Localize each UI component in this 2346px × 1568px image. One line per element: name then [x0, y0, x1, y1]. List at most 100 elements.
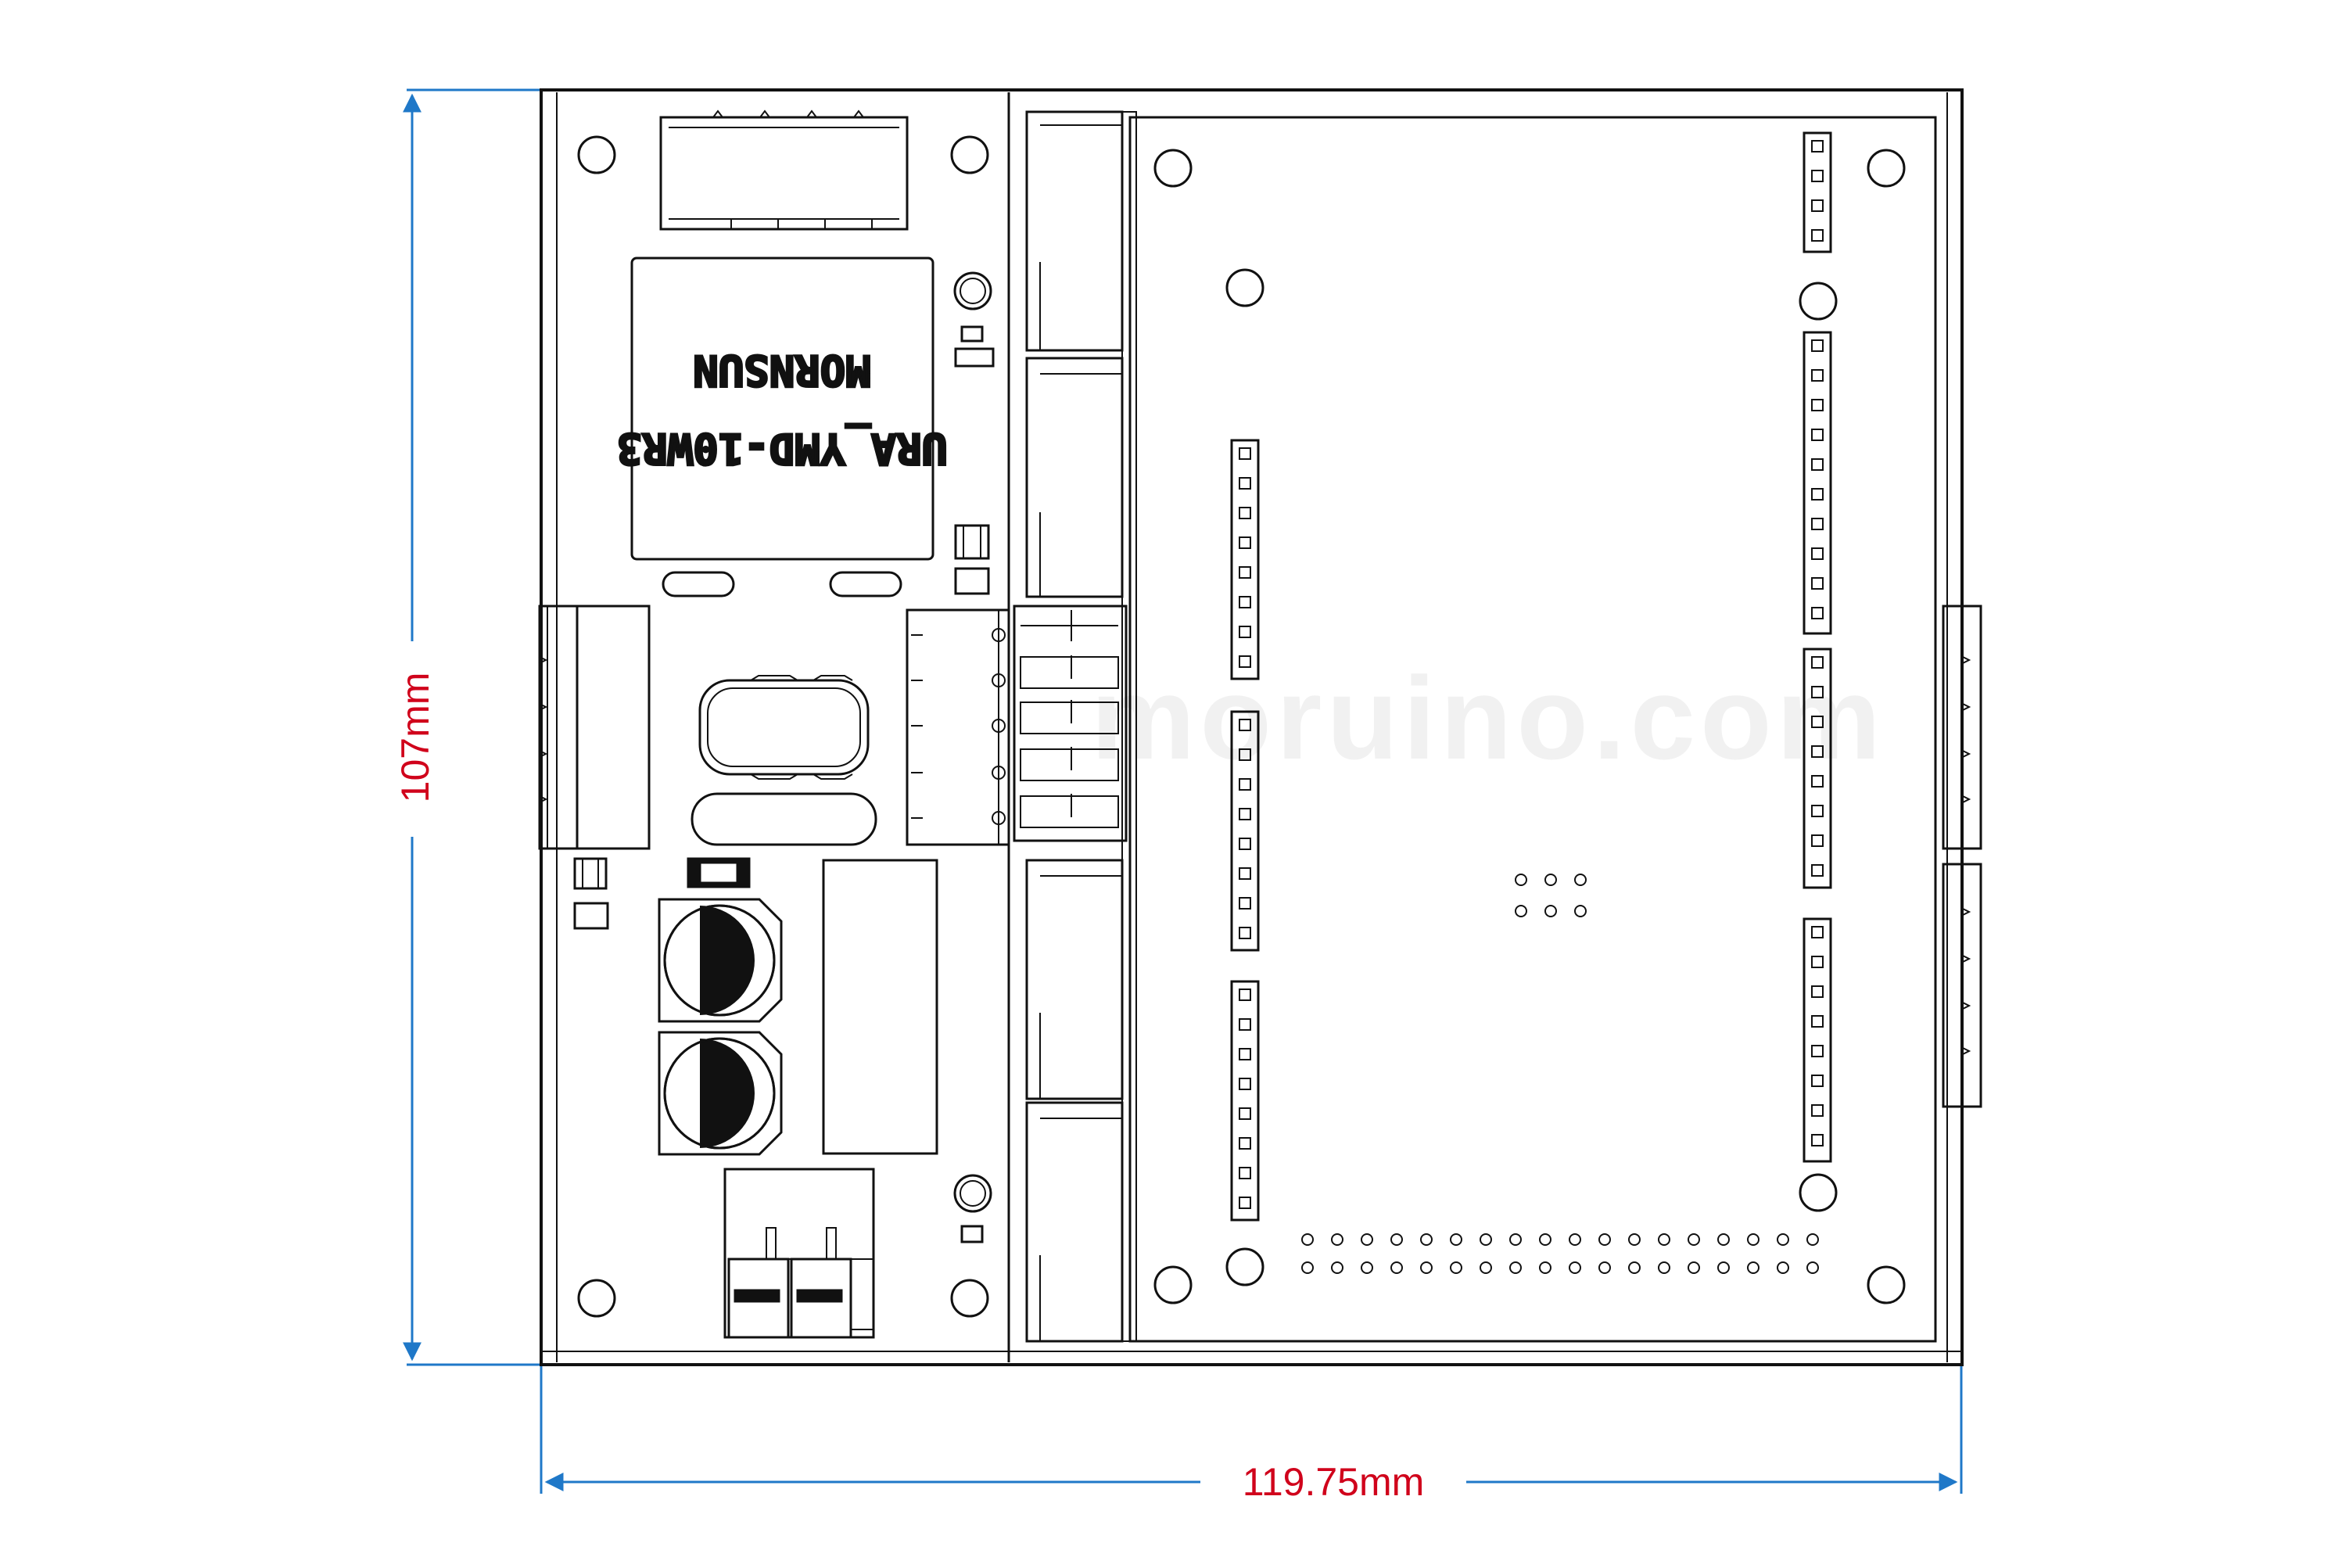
pin-dot	[1574, 874, 1587, 886]
side-pin-header	[906, 608, 1010, 846]
pin-dot	[1480, 1233, 1492, 1246]
pin-dot	[1515, 874, 1527, 886]
capacitor-icon	[658, 1031, 783, 1156]
left-terminal-block	[538, 605, 651, 850]
rj45-ports	[1013, 110, 1137, 1343]
pin-dot	[1331, 1233, 1343, 1246]
pin-pad	[1239, 1018, 1251, 1031]
pin-pad	[1239, 566, 1251, 579]
pin-pad	[1239, 447, 1251, 460]
left-board: URA_YMD-10WR3 MORNSUN	[538, 109, 1010, 1339]
top-pin-header	[659, 109, 909, 231]
mounting-hole-icon	[950, 135, 989, 174]
pin-pad	[1811, 488, 1824, 501]
pin-pad	[1811, 775, 1824, 788]
pin-pad	[1811, 369, 1824, 382]
pin-pad	[1811, 547, 1824, 560]
pin-dot	[1361, 1233, 1373, 1246]
pin-pad	[1239, 1197, 1251, 1209]
pin-dot	[1301, 1261, 1314, 1274]
pin-dot	[1777, 1261, 1789, 1274]
pin-dot	[1301, 1233, 1314, 1246]
module-brand-text: MORNSUN	[693, 346, 871, 395]
pin-pad	[1811, 1104, 1824, 1117]
pin-pad	[1239, 596, 1251, 608]
pin-pad	[1811, 399, 1824, 411]
pin-header-column	[1803, 131, 1832, 253]
pin-pad	[1811, 140, 1824, 152]
mounting-hole-icon	[1153, 149, 1193, 188]
pin-header-column	[1230, 980, 1260, 1222]
pin-pad	[1811, 339, 1824, 352]
pin-pad	[1239, 778, 1251, 791]
pin-dot	[1539, 1233, 1551, 1246]
pin-pad	[1239, 477, 1251, 490]
pin-dot	[1420, 1233, 1433, 1246]
pin-header-column	[1230, 710, 1260, 952]
pin-dot	[1331, 1261, 1343, 1274]
pin-pad	[1239, 655, 1251, 668]
right-board	[1128, 116, 1982, 1343]
pin-dot	[1539, 1261, 1551, 1274]
pin-pad	[1239, 897, 1251, 910]
pin-dot	[1628, 1233, 1641, 1246]
pin-dot	[1480, 1261, 1492, 1274]
pin-pad	[1811, 956, 1824, 968]
pin-pad	[1811, 926, 1824, 938]
width-label: 119.75mm	[1243, 1460, 1425, 1504]
mounting-hole-icon	[1153, 1265, 1193, 1304]
pin-pad	[1811, 1075, 1824, 1087]
pin-pad	[1811, 656, 1824, 669]
pin-pads	[1239, 140, 1824, 1274]
pin-dot	[1806, 1233, 1819, 1246]
pin-pad	[1239, 808, 1251, 820]
pin-dot	[1509, 1233, 1522, 1246]
pin-pad	[1811, 745, 1824, 758]
pin-dot	[1450, 1233, 1462, 1246]
pin-pad	[1239, 1048, 1251, 1060]
pin-dot	[1658, 1261, 1670, 1274]
pin-pad	[1239, 719, 1251, 731]
module-model-text: URA_YMD-10WR3	[617, 424, 948, 473]
pin-dot	[1569, 1233, 1581, 1246]
pin-pad	[1811, 834, 1824, 847]
capacitor-icon	[658, 898, 783, 1023]
pin-pad	[1811, 1015, 1824, 1028]
pin-dot	[1688, 1261, 1700, 1274]
pin-header-column	[1803, 648, 1832, 889]
pin-dot	[1361, 1261, 1373, 1274]
pin-pad	[1239, 626, 1251, 638]
mounting-hole-icon	[950, 1279, 989, 1318]
pin-pad	[1239, 989, 1251, 1001]
pin-pad	[1811, 429, 1824, 441]
pin-dot	[1747, 1233, 1760, 1246]
pin-dot	[1569, 1261, 1581, 1274]
pin-pad	[1239, 1078, 1251, 1090]
pin-dot	[1515, 905, 1527, 917]
mounting-hole-icon	[1867, 149, 1906, 188]
mounting-hole-icon	[577, 1279, 616, 1318]
pin-pad	[1811, 199, 1824, 212]
pin-pad	[1811, 1045, 1824, 1057]
pin-dot	[1598, 1233, 1611, 1246]
pin-pad	[1811, 805, 1824, 817]
pin-dot	[1544, 905, 1557, 917]
pin-dot	[1717, 1233, 1730, 1246]
watermark: moruino.com	[1091, 652, 1885, 784]
pin-dot	[1777, 1233, 1789, 1246]
pin-pad	[1239, 927, 1251, 939]
pin-header-column	[1230, 439, 1260, 680]
height-label: 107mm	[393, 673, 437, 803]
pin-pad	[1239, 748, 1251, 761]
pin-dot	[1509, 1261, 1522, 1274]
pin-pad	[1811, 607, 1824, 619]
mounting-hole-icon	[577, 135, 616, 174]
pin-pad	[1239, 1137, 1251, 1150]
pin-pad	[1811, 864, 1824, 877]
pin-dot	[1688, 1233, 1700, 1246]
pin-dot	[1806, 1261, 1819, 1274]
pin-pad	[1811, 985, 1824, 998]
power-module: URA_YMD-10WR3 MORNSUN	[615, 257, 949, 561]
